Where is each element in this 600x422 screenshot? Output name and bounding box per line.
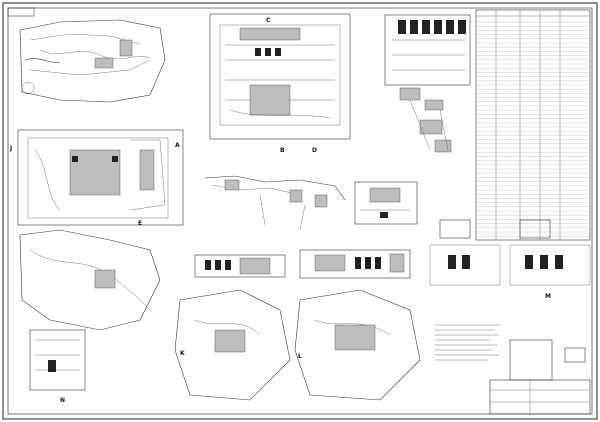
- view-top-right-panel: [384, 14, 471, 153]
- view-connector-right: [299, 249, 411, 279]
- title-block: [489, 379, 591, 415]
- view-label-C: C: [266, 17, 271, 24]
- corner-tag-box: [7, 7, 35, 17]
- view-connector-left: [194, 254, 286, 278]
- view-label-N: N: [60, 397, 65, 404]
- view-label-D: D: [312, 147, 317, 154]
- view-label-M: M: [545, 293, 551, 300]
- view-M-boxes: M: [429, 219, 591, 300]
- view-B-harness: B D: [204, 147, 346, 231]
- notes-block: [435, 324, 586, 381]
- view-label-A: A: [175, 142, 180, 149]
- view-K-L-bases: K L: [174, 289, 421, 401]
- view-label-L: L: [298, 353, 302, 360]
- view-C-top-middle: C: [209, 13, 351, 140]
- view-label-J: J: [9, 145, 12, 152]
- inner-border: [7, 7, 593, 415]
- view-middle-right-box: [354, 181, 418, 225]
- view-label-B: B: [280, 147, 285, 154]
- view-bottom-left: N J: [9, 145, 161, 404]
- view-label-K: K: [180, 350, 185, 357]
- view-top-left-side: [19, 19, 166, 103]
- view-A-chassis-plan: A E: [17, 129, 184, 227]
- view-label-E: E: [138, 220, 142, 227]
- parts-list-table: [475, 9, 591, 241]
